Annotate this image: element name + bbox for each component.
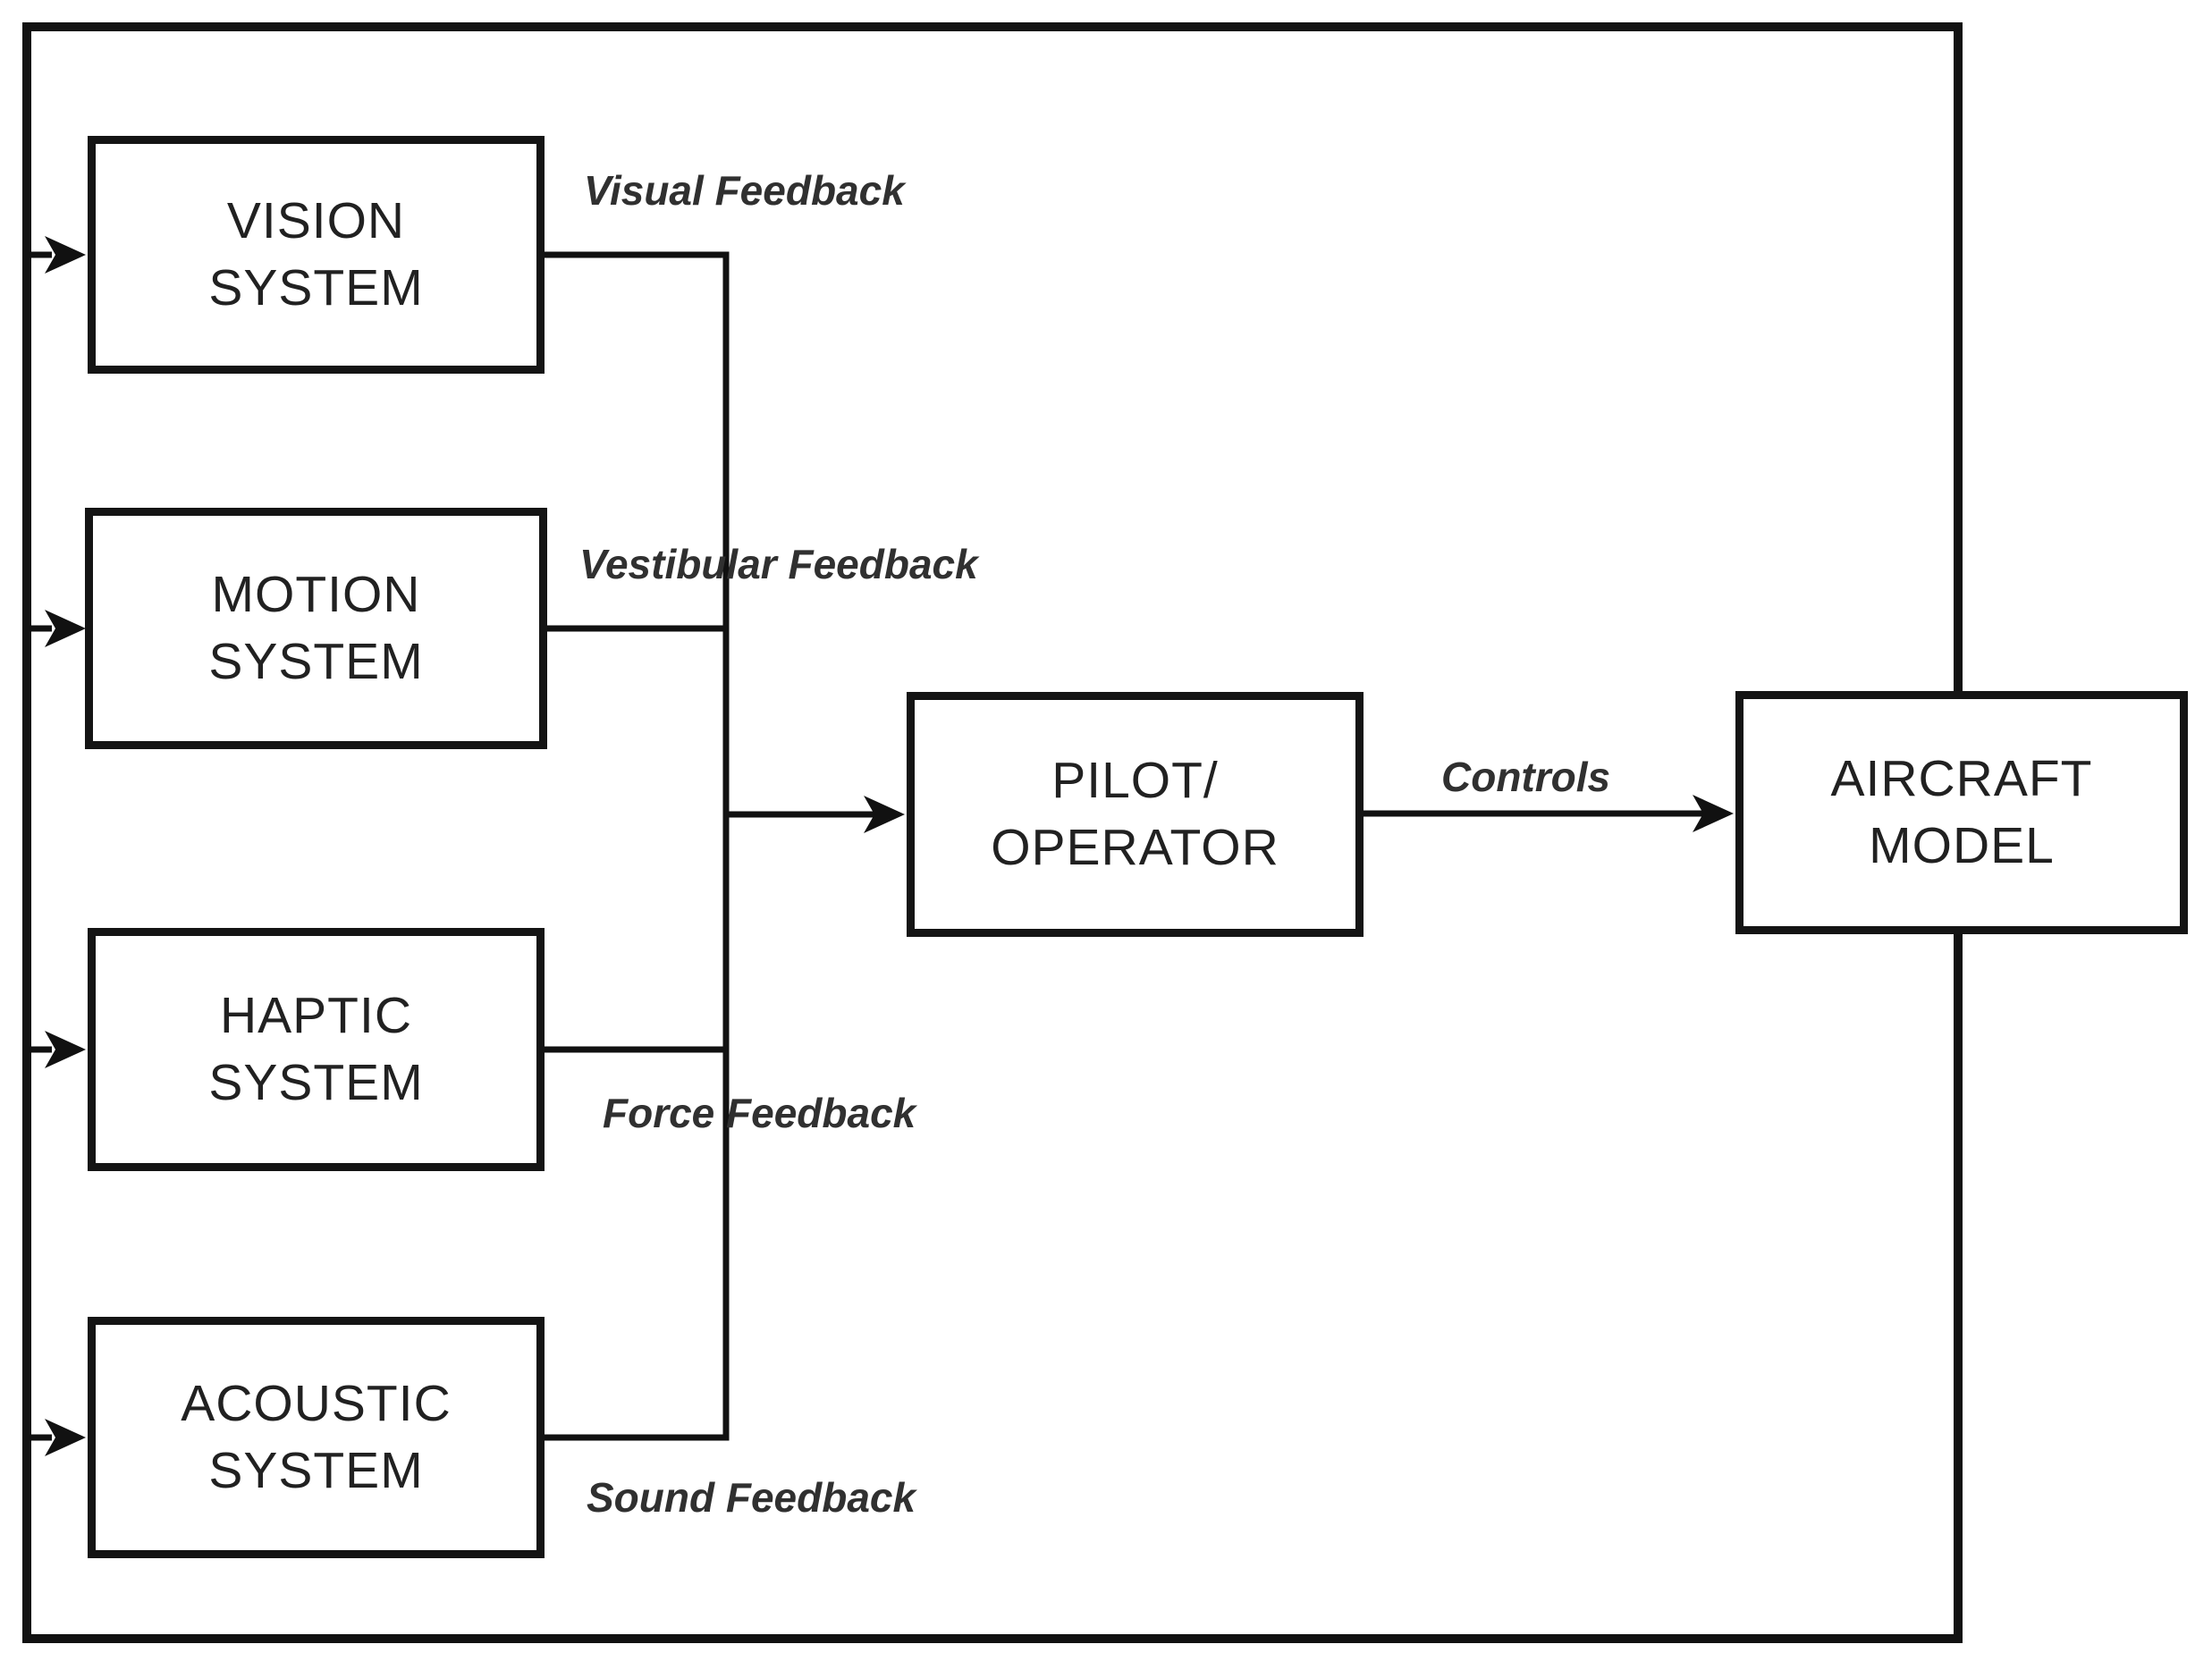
haptic-feed-arrowhead-icon <box>45 1031 86 1068</box>
aircraft-model-label: AIRCRAFT MODEL <box>1830 749 2093 874</box>
motion-system-box: MOTION SYSTEM <box>85 508 547 749</box>
haptic-system-box: HAPTIC SYSTEM <box>88 928 545 1171</box>
feedback-bus-line <box>545 251 730 1441</box>
force-feedback-label: Force Feedback <box>603 1090 916 1136</box>
motion-system-label: MOTION SYSTEM <box>208 565 424 690</box>
visual-feedback-label: Visual Feedback <box>584 167 905 214</box>
haptic-system-label: HAPTIC SYSTEM <box>208 986 424 1111</box>
sound-feedback-label: Sound Feedback <box>587 1474 916 1521</box>
vision-feed-arrowhead-icon <box>45 236 86 274</box>
pilot-operator-label: PILOT/ OPERATOR <box>991 751 1279 876</box>
vestibular-feedback-label: Vestibular Feedback <box>579 541 978 587</box>
pilot-input-arrowhead-icon <box>864 796 905 833</box>
controls-label: Controls <box>1441 754 1611 800</box>
acoustic-feed-arrowhead-icon <box>45 1419 86 1456</box>
vision-system-box: VISION SYSTEM <box>88 136 545 374</box>
motion-feed-arrowhead-icon <box>45 610 86 647</box>
acoustic-system-box: ACOUSTIC SYSTEM <box>88 1317 545 1558</box>
controls-arrowhead-icon <box>1693 795 1734 832</box>
aircraft-model-box: AIRCRAFT MODEL <box>1735 691 2188 934</box>
vision-system-label: VISION SYSTEM <box>208 191 424 316</box>
acoustic-system-label: ACOUSTIC SYSTEM <box>181 1374 452 1499</box>
pilot-operator-box: PILOT/ OPERATOR <box>907 692 1364 937</box>
